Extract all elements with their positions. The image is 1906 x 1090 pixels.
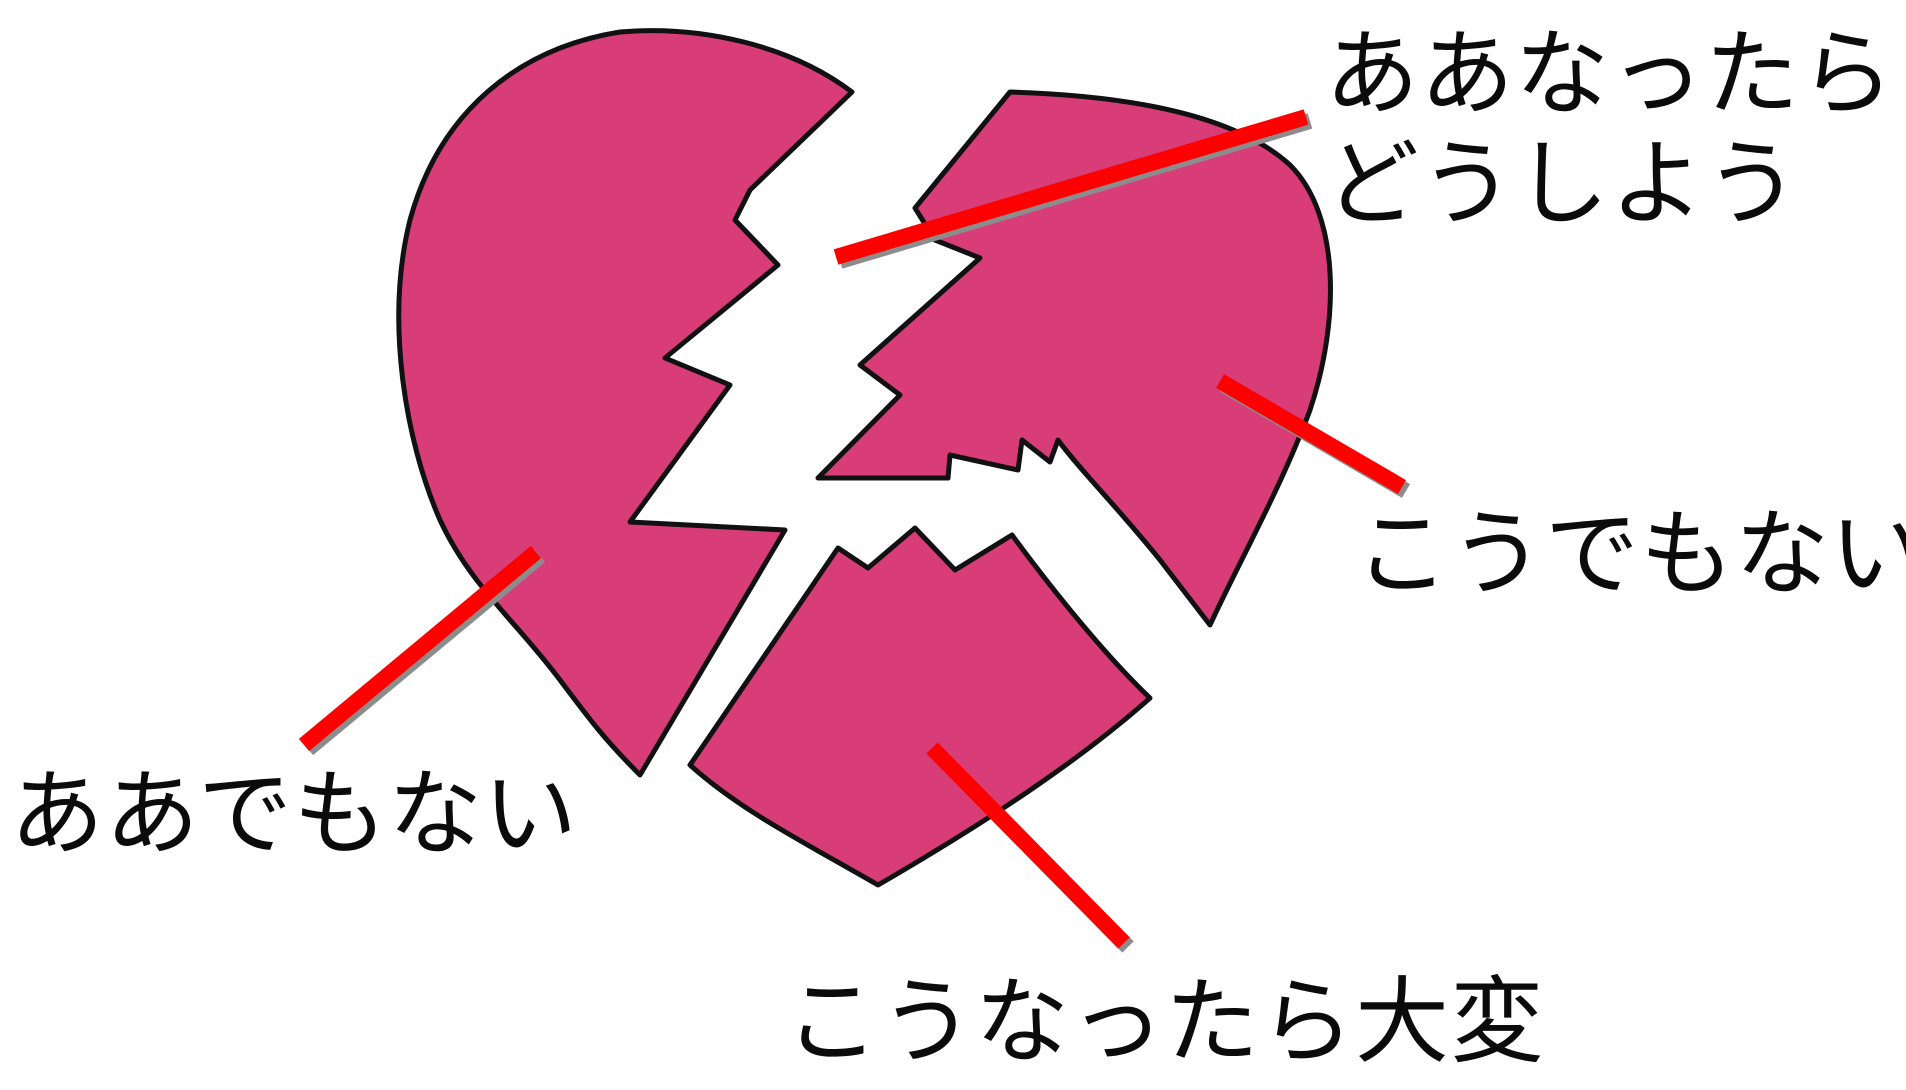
label-right: こうでもない — [1355, 500, 1906, 609]
label-top-right-line2: どうしよう — [1325, 130, 1801, 239]
pointer-right — [1215, 374, 1407, 494]
label-top-right-line1: ああなったら — [1325, 20, 1896, 129]
label-bottom: こうなったら大変 — [785, 968, 1546, 1077]
heart-piece-bottom — [687, 525, 1153, 888]
label-left: ああでもない — [10, 760, 579, 869]
pointer-bottom — [926, 742, 1130, 949]
pointer-lines — [298, 109, 1411, 953]
label-top-right: ああなったら どうしよう — [1325, 20, 1895, 240]
pointer-left — [298, 545, 542, 752]
pointer-top-right — [833, 109, 1309, 265]
